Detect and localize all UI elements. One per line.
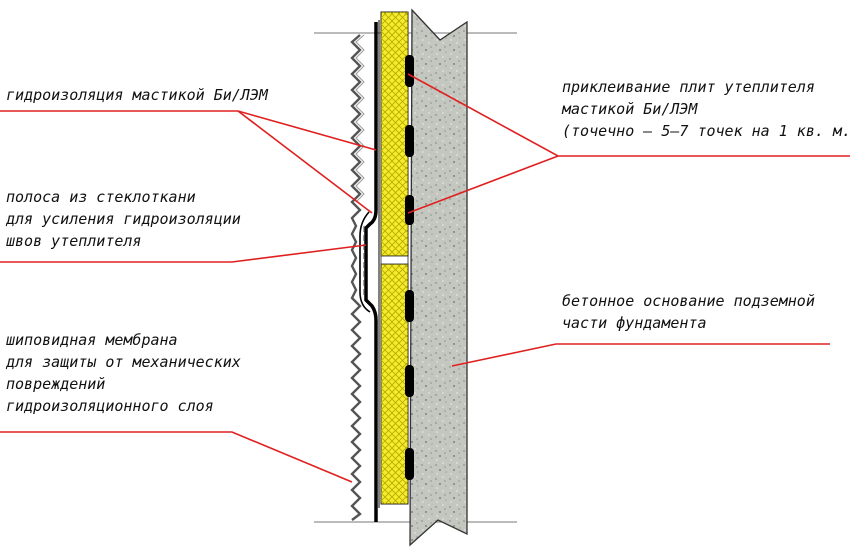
label-concrete-base: бетонное основание подземной части фунда… — [562, 292, 815, 332]
label-fiberglass-strip: полоса из стеклоткани для усиления гидро… — [6, 188, 241, 250]
leader-membrane — [0, 431, 353, 483]
insulation-joint — [380, 255, 409, 265]
waterproofing-layer — [364, 22, 378, 522]
dimple-membrane — [350, 34, 362, 521]
leader-waterproofing — [0, 110, 377, 151]
leader-fiberglass — [0, 244, 367, 263]
label-board-gluing: приклеивание плит утеплителя мастикой Би… — [562, 78, 850, 140]
fiberglass-strip — [359, 211, 371, 313]
label-waterproofing-mastic: гидроизоляция мастикой Би/ЛЭМ — [6, 86, 268, 104]
mastic-dots — [405, 55, 414, 480]
label-dimple-membrane: шиповидная мембрана для защиты от механи… — [6, 331, 241, 415]
leader-lines — [0, 73, 850, 483]
leader-concrete — [451, 343, 830, 367]
concrete-base — [409, 8, 468, 547]
